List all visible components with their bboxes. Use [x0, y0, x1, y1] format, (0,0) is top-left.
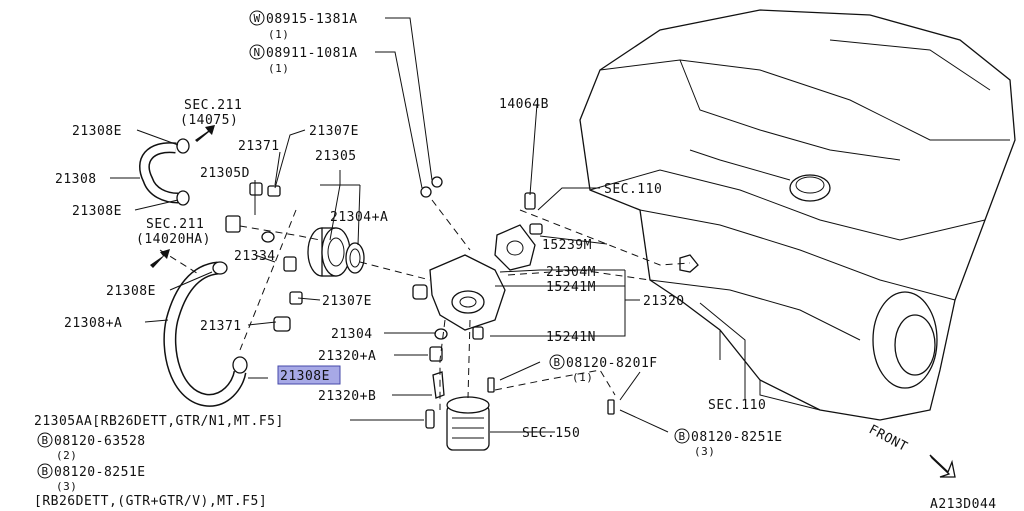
- part-21308[interactable]: 21308: [55, 172, 97, 187]
- part-15241m[interactable]: 15241M: [546, 280, 596, 295]
- hose-lower: [163, 261, 248, 407]
- part-21320-plus-a[interactable]: 21320+A: [318, 349, 376, 364]
- qty-label: (3): [694, 445, 715, 458]
- part-15241n[interactable]: 15241N: [546, 330, 596, 345]
- engine-block-drawing: [579, 9, 1016, 421]
- part-21304-plus-a[interactable]: 21304+A: [330, 210, 388, 225]
- part-08120-63528[interactable]: 08120-63528: [54, 434, 146, 449]
- front-label: FRONT: [866, 422, 910, 455]
- selected-part-highlight: [277, 365, 341, 385]
- oil-filter-bracket: [412, 254, 506, 340]
- part-21308e[interactable]: 21308E: [72, 124, 122, 139]
- svg-text:B: B: [41, 434, 48, 447]
- hose-upper: [139, 138, 190, 206]
- svg-text:W: W: [253, 12, 260, 25]
- part-14064b[interactable]: 14064B: [499, 97, 549, 112]
- leader-lines: [110, 17, 746, 433]
- gasket-plate: [494, 224, 536, 271]
- part-21307e[interactable]: 21307E: [309, 124, 359, 139]
- part-21320[interactable]: 21320: [643, 294, 685, 309]
- part-15239m[interactable]: 15239M: [542, 238, 592, 253]
- qty-label: (1): [268, 28, 289, 41]
- sec-150-link[interactable]: SEC.150: [522, 426, 580, 441]
- sec-211-link[interactable]: SEC.211: [146, 217, 204, 232]
- diagram-id: A213D044: [930, 497, 997, 511]
- small-parts: [225, 176, 699, 429]
- part-08120-8201f[interactable]: 08120-8201F: [566, 356, 658, 371]
- part-21371[interactable]: 21371: [200, 319, 242, 334]
- part-21308e-selected[interactable]: 21308E: [280, 369, 330, 384]
- circled-w-icon: W: [249, 10, 265, 26]
- oil-cooler-core: [307, 227, 365, 277]
- part-21320-plus-b[interactable]: 21320+B: [318, 389, 376, 404]
- part-labels: 08915-1381A (1) 08911-1081A (1) SEC.211 …: [34, 12, 997, 511]
- dashed-guides: [159, 199, 691, 410]
- part-21305d[interactable]: 21305D: [200, 166, 250, 181]
- qty-label: (3): [56, 480, 77, 493]
- part-08120-8251e[interactable]: 08120-8251E: [54, 465, 146, 480]
- part-21308e[interactable]: 21308E: [72, 204, 122, 219]
- oil-filter: [446, 396, 490, 451]
- svg-text:B: B: [553, 356, 560, 369]
- sec-211-ref: (14020HA): [136, 232, 211, 247]
- part-08915-1381a[interactable]: 08915-1381A: [266, 12, 358, 27]
- part-21307e[interactable]: 21307E: [322, 294, 372, 309]
- qty-label: (1): [572, 371, 593, 384]
- part-08120-8251e[interactable]: 08120-8251E: [691, 430, 783, 445]
- front-arrow-icon: [929, 454, 956, 478]
- circled-b-icon: B: [37, 432, 53, 448]
- part-21304m[interactable]: 21304M: [546, 265, 596, 280]
- part-08911-1081a[interactable]: 08911-1081A: [266, 46, 358, 61]
- arrow-up-right-icon: [195, 125, 215, 142]
- part-21308e[interactable]: 21308E: [106, 284, 156, 299]
- sec-110-link[interactable]: SEC.110: [604, 182, 662, 197]
- circled-n-icon: N: [249, 44, 265, 60]
- arrow-up-right-icon: [150, 249, 170, 268]
- part-21304[interactable]: 21304: [331, 327, 373, 342]
- variant-note: [RB26DETT,(GTR+GTR/V),MT.F5]: [34, 494, 267, 509]
- part-21371[interactable]: 21371: [238, 139, 280, 154]
- svg-text:B: B: [678, 430, 685, 443]
- qty-label: (1): [268, 62, 289, 75]
- part-21334[interactable]: 21334: [234, 249, 276, 264]
- sec-211-link[interactable]: SEC.211: [184, 98, 242, 113]
- sec-110-link[interactable]: SEC.110: [708, 398, 766, 413]
- circled-b-icon: B: [549, 354, 565, 370]
- svg-text:B: B: [41, 465, 48, 478]
- part-21305[interactable]: 21305: [315, 149, 357, 164]
- circled-b-icon: B: [674, 428, 690, 444]
- circled-b-icon: B: [37, 463, 53, 479]
- part-21305aa[interactable]: 21305AA[RB26DETT,GTR/N1,MT.F5]: [34, 414, 284, 429]
- part-21308-plus-a[interactable]: 21308+A: [64, 316, 122, 331]
- svg-text:N: N: [253, 46, 260, 59]
- sec-211-ref: (14075): [180, 113, 238, 128]
- qty-label: (2): [56, 449, 77, 462]
